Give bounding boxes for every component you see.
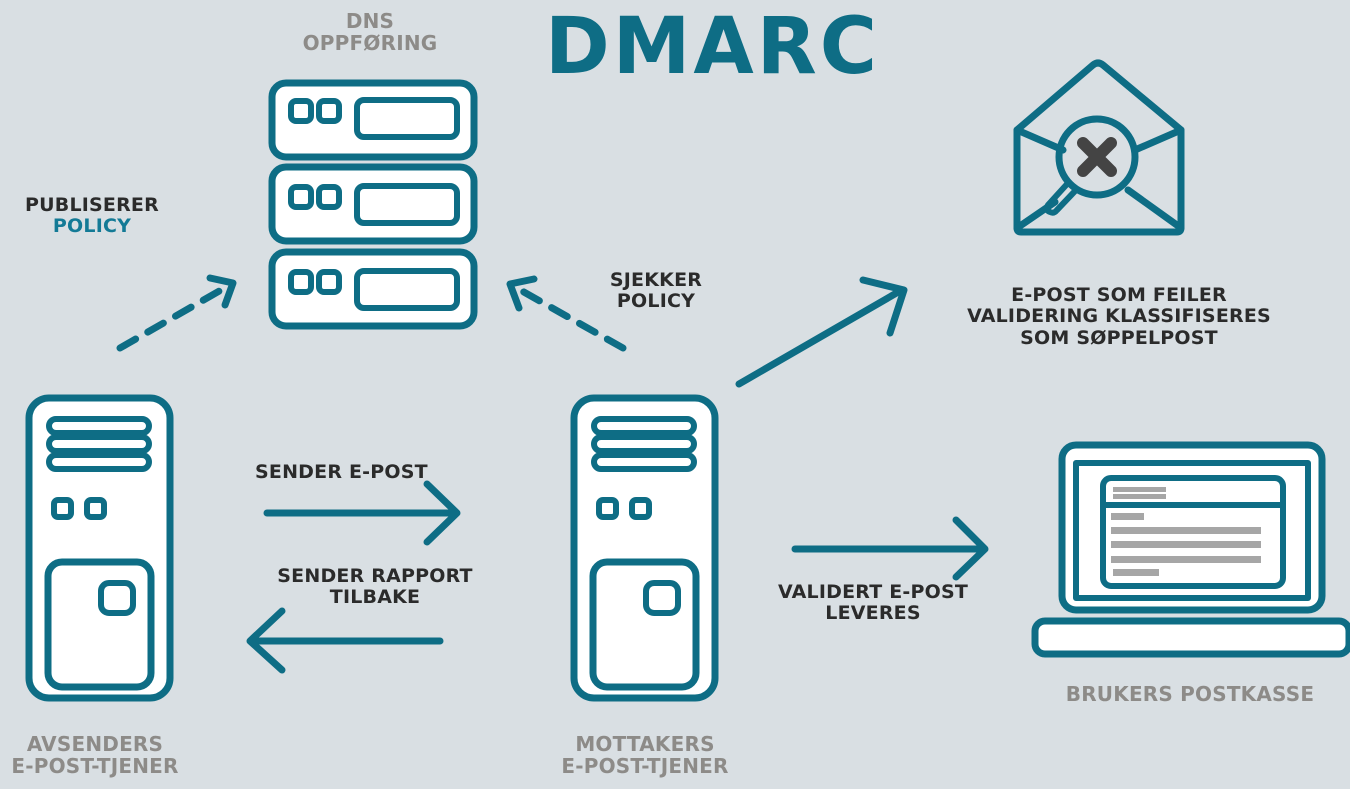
checks-policy-label: SJEKKER POLICY xyxy=(596,269,716,313)
laptop-icon xyxy=(1031,441,1350,658)
screen-text-lines xyxy=(1111,487,1261,576)
label-line: SOM SØPPELPOST xyxy=(1020,326,1218,349)
label-line: LEVERES xyxy=(825,602,921,625)
validated-delivered-label: VALIDERT E-POST LEVERES xyxy=(758,581,988,625)
label-line: VALIDERT E-POST xyxy=(778,581,968,603)
user-mailbox-label: BRUKERS POSTKASSE xyxy=(1045,682,1335,706)
label-line: AVSENDERS xyxy=(26,732,164,756)
receiver-server-label: MOTTAKERS E-POST-TJENER xyxy=(550,733,740,778)
label-line: OPPFØRING xyxy=(302,31,438,56)
label-line: E-POST-TJENER xyxy=(561,754,729,779)
label-line: E-POST-TJENER xyxy=(11,754,179,779)
sender-tower-server-icon xyxy=(25,394,174,702)
label-line: TILBAKE xyxy=(329,586,421,609)
label-line: VALIDERING KLASSIFISERES xyxy=(967,305,1271,328)
arrow-sends-report-back xyxy=(246,607,444,674)
label-line: BRUKERS POSTKASSE xyxy=(1065,682,1315,706)
sends-email-label: SENDER E-POST xyxy=(255,461,475,483)
spam-mail-label: E-POST SOM FEILER VALIDERING KLASSIFISER… xyxy=(944,284,1294,349)
arrow-checks-policy xyxy=(506,275,627,352)
sender-server-label: AVSENDERS E-POST-TJENER xyxy=(0,733,190,778)
label-line: SENDER E-POST xyxy=(255,461,428,483)
label-line: POLICY xyxy=(616,290,696,313)
dns-server-rack-icon xyxy=(268,79,478,330)
arrow-sends-email xyxy=(263,480,461,546)
diagram-title: DMARC xyxy=(545,2,881,92)
dns-record-label: DNS OPPFØRING xyxy=(300,10,440,55)
arrow-validated-delivered xyxy=(791,516,989,581)
label-line: E-POST SOM FEILER xyxy=(1011,284,1227,306)
envelope-reject-icon xyxy=(1013,59,1185,236)
label-line: SENDER RAPPORT xyxy=(277,565,473,587)
label-line: MOTTAKERS xyxy=(575,732,715,756)
receiver-tower-server-icon xyxy=(570,394,719,702)
arrow-failed-to-spam xyxy=(735,276,908,388)
label-line: DNS xyxy=(345,9,395,33)
policy-highlight: POLICY xyxy=(52,215,132,238)
label-line: PUBLISERER xyxy=(25,194,159,216)
label-line: SJEKKER xyxy=(609,269,703,291)
arrow-publishes-policy xyxy=(116,274,237,352)
publishes-policy-label: PUBLISERER POLICY xyxy=(12,194,172,238)
sends-report-back-label: SENDER RAPPORT TILBAKE xyxy=(255,565,495,609)
